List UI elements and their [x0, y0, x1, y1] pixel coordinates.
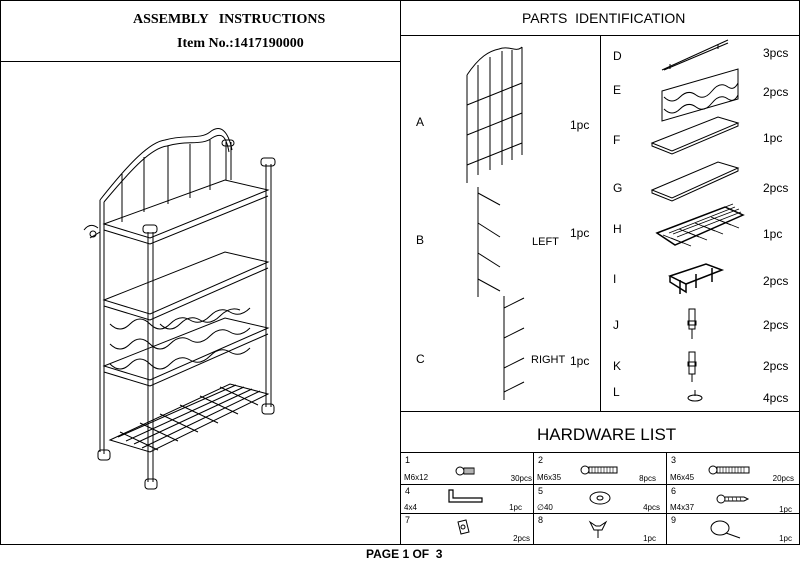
- wing-nut-icon: [588, 520, 608, 538]
- hardware-3-qty: 20pcs: [772, 474, 794, 483]
- part-g-letter: G: [613, 181, 623, 195]
- part-b-side: LEFT: [532, 236, 559, 248]
- frame-divider-vertical: [400, 0, 401, 545]
- part-k-qty: 2pcs: [763, 359, 789, 373]
- hardware-4-qty: 1pc: [509, 503, 522, 512]
- part-e-letter: E: [613, 83, 622, 97]
- part-j-qty: 2pcs: [763, 318, 789, 332]
- part-h-qty: 1pc: [763, 227, 783, 241]
- part-e-wine-rack-icon: [661, 68, 739, 122]
- frame-left: [0, 0, 1, 545]
- assembled-wine-rack-illustration: [83, 128, 276, 490]
- parts-identification-title: PARTS IDENTIFICATION: [522, 10, 686, 26]
- hardware-2-size: M6x35: [537, 473, 562, 482]
- allen-key-icon: [448, 489, 483, 503]
- part-l-qty: 4pcs: [763, 391, 789, 405]
- parts-col-divider: [600, 35, 601, 411]
- part-a-back-frame-icon: [466, 46, 523, 183]
- hardware-1-qty: 30pcs: [510, 474, 532, 483]
- part-a-letter: A: [416, 115, 425, 129]
- hardware-table-top: [400, 452, 800, 453]
- part-c-letter: C: [416, 352, 425, 366]
- part-a-qty: 1pc: [570, 118, 590, 132]
- hardware-9-number: 9: [671, 515, 677, 525]
- hardware-5-qty: 4pcs: [643, 503, 660, 512]
- hardware-col-1: [533, 452, 534, 545]
- item-number: Item No.:1417190000: [177, 36, 304, 51]
- hardware-col-2: [666, 452, 667, 545]
- hardware-divider-top: [400, 411, 800, 412]
- part-f-shelf-board-icon: [650, 116, 740, 155]
- part-b-left-side-icon: [477, 187, 501, 297]
- part-l-foot-icon: [687, 390, 703, 402]
- hardware-row-1: [400, 484, 800, 485]
- document-title: ASSEMBLY INSTRUCTIONS: [133, 12, 326, 27]
- hardware-5-size: ∅40: [537, 503, 553, 512]
- part-g-shelf-board-icon: [650, 161, 740, 202]
- part-i-bottle-holder-icon: [668, 263, 725, 294]
- part-f-qty: 1pc: [763, 131, 783, 145]
- part-c-side: RIGHT: [531, 354, 566, 366]
- washer-icon: [589, 491, 611, 505]
- hardware-6-size: M4x37: [670, 503, 695, 512]
- hardware-6-number: 6: [671, 486, 677, 496]
- hardware-7-number: 7: [405, 515, 411, 525]
- hardware-2-qty: 8pcs: [639, 474, 656, 483]
- part-c-qty: 1pc: [570, 354, 590, 368]
- part-k-letter: K: [613, 359, 622, 373]
- part-d-letter: D: [613, 49, 622, 63]
- part-b-letter: B: [416, 233, 425, 247]
- hardware-9-qty: 1pc: [779, 534, 792, 543]
- bolt-short-icon: [455, 466, 475, 476]
- part-i-qty: 2pcs: [763, 274, 789, 288]
- bolt-long-icon: [708, 465, 750, 475]
- hardware-4-number: 4: [405, 486, 411, 496]
- hardware-8-qty: 1pc: [643, 534, 656, 543]
- hardware-8-number: 8: [538, 515, 544, 525]
- hardware-3-size: M6x45: [670, 473, 695, 482]
- page-number: PAGE 1 OF 3: [366, 547, 443, 561]
- part-j-connector-icon: [687, 308, 697, 339]
- hardware-4-size: 4x4: [404, 503, 417, 512]
- part-i-letter: I: [613, 272, 617, 286]
- bracket-icon: [457, 519, 470, 535]
- part-c-right-side-icon: [503, 296, 525, 400]
- part-h-letter: H: [613, 222, 622, 236]
- part-f-letter: F: [613, 133, 621, 147]
- hardware-2-number: 2: [538, 455, 544, 465]
- left-header-divider: [0, 61, 400, 62]
- hardware-6-qty: 1pc: [779, 505, 792, 514]
- hardware-1-size: M6x12: [404, 473, 429, 482]
- part-d-qty: 3pcs: [763, 46, 789, 60]
- cable-tie-icon: [710, 520, 741, 539]
- hardware-row-2: [400, 513, 800, 514]
- bolt-medium-icon: [580, 465, 618, 475]
- part-d-rail-icon: [661, 39, 729, 71]
- hardware-1-number: 1: [405, 455, 411, 465]
- hardware-list-title: HARDWARE LIST: [537, 425, 677, 444]
- part-j-letter: J: [613, 318, 619, 332]
- part-e-qty: 2pcs: [763, 85, 789, 99]
- part-h-mesh-shelf-icon: [655, 203, 745, 247]
- hardware-3-number: 3: [671, 455, 677, 465]
- screw-icon: [716, 494, 750, 504]
- part-l-letter: L: [613, 385, 620, 399]
- part-k-connector-icon: [687, 351, 697, 382]
- hardware-7-qty: 2pcs: [513, 534, 530, 543]
- part-g-qty: 2pcs: [763, 181, 789, 195]
- hardware-5-number: 5: [538, 486, 544, 496]
- part-b-qty: 1pc: [570, 226, 590, 240]
